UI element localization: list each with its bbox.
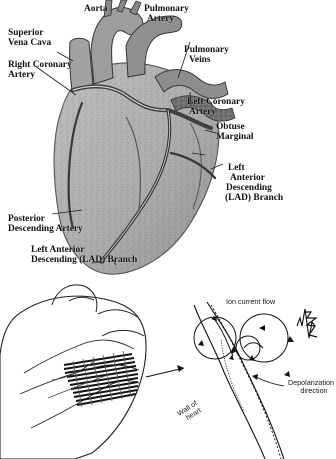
depolarization-leader-line — [256, 377, 284, 386]
connection-arrow-head — [177, 365, 184, 372]
wireframe-heart-shape — [0, 296, 146, 459]
depolarization-arrowhead — [252, 374, 258, 380]
ion-current-flow-label: Ion current flow — [226, 298, 275, 306]
depolarization-direction-label: Depolarization direction — [288, 379, 334, 395]
ecg-trace-icon — [297, 309, 315, 338]
heart-wall-inner-line — [194, 305, 265, 459]
ion-current-loop-right — [240, 314, 288, 362]
wall-dashed-line — [211, 305, 281, 459]
lower-left-heart-outline — [0, 285, 146, 459]
